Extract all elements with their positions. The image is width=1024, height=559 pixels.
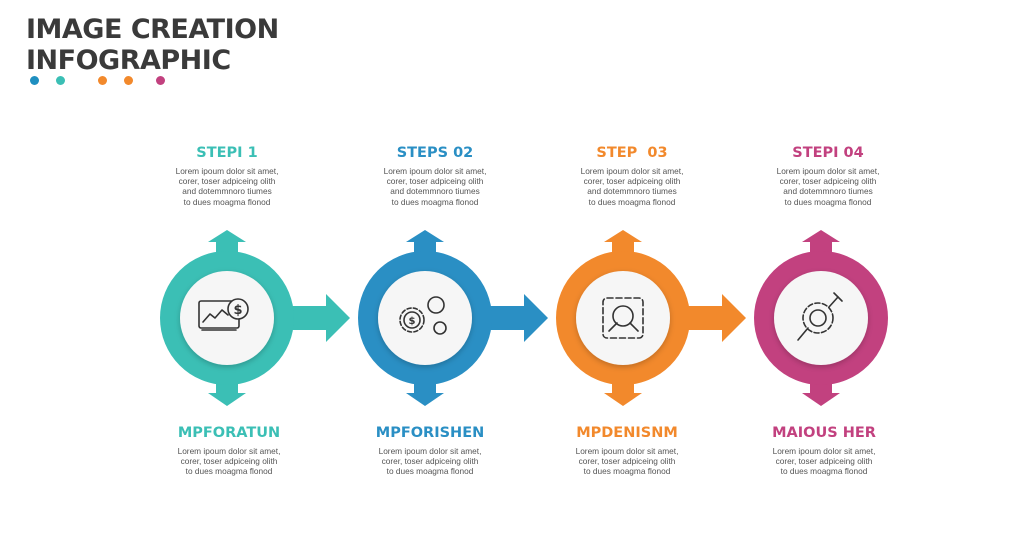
- step-4-node: [754, 230, 888, 406]
- step-1-arrow-down: [208, 380, 246, 406]
- title-dot: [156, 76, 165, 85]
- title-dot: [30, 76, 39, 85]
- step-2-arrow-right: [478, 294, 548, 342]
- title-dot: [56, 76, 65, 85]
- gear-dollar-icon: $: [399, 296, 447, 335]
- step-2-top-text: STEPS 02 Lorem ipoum dolor sit amet, cor…: [330, 144, 540, 207]
- monitor-dollar-icon: $: [198, 298, 249, 331]
- title-line-1: IMAGE CREATION: [26, 14, 279, 45]
- step-2-description: Lorem ipoum dolor sit amet, corer, toser…: [383, 166, 487, 207]
- step-4-bottom-heading: MAIOUS HER: [772, 425, 876, 441]
- step-3-bottom-description: Lorem ipoum dolor sit amet, corer, toser…: [575, 446, 679, 477]
- gear-search-icon: [602, 297, 644, 339]
- step-3-arrow-right: [676, 294, 746, 342]
- title-line-2: INFOGRAPHIC: [26, 45, 231, 76]
- step-4-description: Lorem ipoum dolor sit amet, corer, toser…: [776, 166, 880, 207]
- step-3-arrow-up: [604, 230, 642, 255]
- svg-text:$: $: [233, 303, 242, 318]
- title-dot: [124, 76, 133, 85]
- step-3-description: Lorem ipoum dolor sit amet, corer, toser…: [580, 166, 684, 207]
- step-1-bottom-heading: MPFORATUN: [177, 425, 281, 441]
- step-2-arrow-down: [406, 380, 444, 406]
- infographic-title: IMAGE CREATION INFOGRAPHIC: [26, 14, 279, 76]
- step-4-heading: STEPI 04: [792, 145, 864, 161]
- step-1-description: Lorem ipoum dolor sit amet, corer, toser…: [175, 166, 279, 207]
- step-3-bottom-heading: MPDENISNM: [576, 425, 678, 441]
- step-1-arrow-up: [208, 230, 246, 255]
- step-2-node: $: [358, 230, 548, 406]
- step-1-heading: STEPI 1: [196, 145, 258, 161]
- step-2-bottom-description: Lorem ipoum dolor sit amet, corer, toser…: [378, 446, 482, 477]
- step-2-bottom-heading: MPFORISHEN: [375, 425, 485, 441]
- gear-tool-icon: [797, 292, 843, 341]
- step-2-inner-circle: [378, 271, 472, 365]
- step-2-arrow-up: [406, 230, 444, 255]
- step-1-node: $: [160, 230, 350, 406]
- step-3-bottom-text: MPDENISNM Lorem ipoum dolor sit amet, co…: [522, 424, 732, 477]
- svg-text:$: $: [409, 316, 416, 327]
- step-1-bottom-text: MPFORATUN Lorem ipoum dolor sit amet, co…: [124, 424, 334, 477]
- step-3-inner-circle: [576, 271, 670, 365]
- step-4-arrow-down: [802, 380, 840, 406]
- step-4-inner-circle: [774, 271, 868, 365]
- step-1-bottom-description: Lorem ipoum dolor sit amet, corer, toser…: [177, 446, 281, 477]
- step-1-top-text: STEPI 1 Lorem ipoum dolor sit amet, core…: [122, 144, 332, 207]
- step-2-bottom-text: MPFORISHEN Lorem ipoum dolor sit amet, c…: [325, 424, 535, 477]
- step-3-arrow-down: [604, 380, 642, 406]
- step-4-bottom-description: Lorem ipoum dolor sit amet, corer, toser…: [772, 446, 876, 477]
- step-4-arrow-up: [802, 230, 840, 255]
- step-3-top-text: STEP 03 Lorem ipoum dolor sit amet, core…: [527, 144, 737, 207]
- title-dot: [98, 76, 107, 85]
- step-4-top-text: STEPI 04 Lorem ipoum dolor sit amet, cor…: [723, 144, 933, 207]
- step-3-heading: STEP 03: [596, 145, 668, 161]
- step-3-node: [556, 230, 746, 406]
- step-1-inner-circle: [180, 271, 274, 365]
- step-2-heading: STEPS 02: [396, 145, 474, 161]
- step-1-arrow-right: [280, 294, 350, 342]
- step-4-bottom-text: MAIOUS HER Lorem ipoum dolor sit amet, c…: [719, 424, 929, 477]
